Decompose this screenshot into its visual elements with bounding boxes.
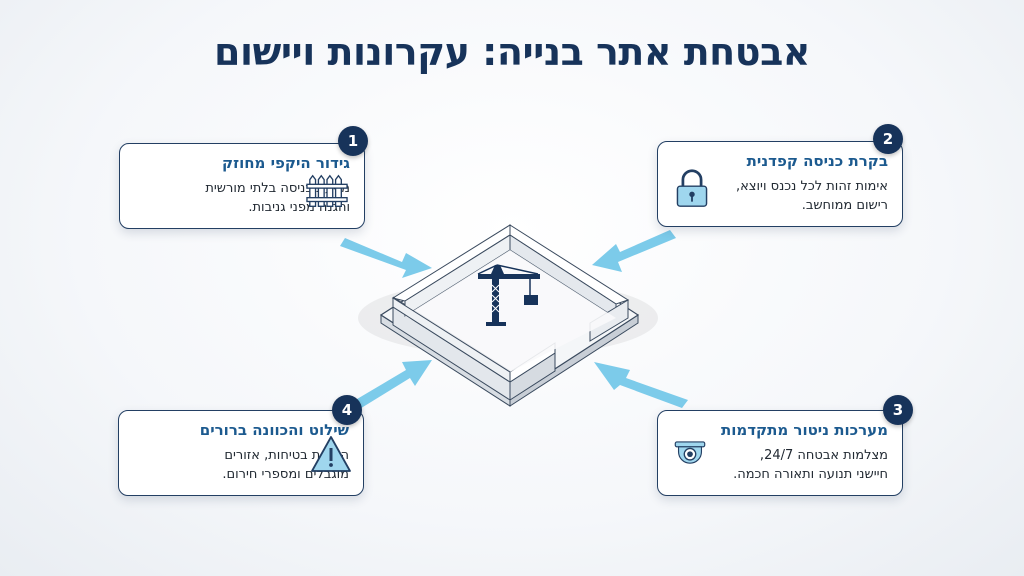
arrow-4 <box>352 360 432 410</box>
step-badge-4: 4 <box>332 395 362 425</box>
card-heading: גידור היקפי מחוזק <box>222 154 350 172</box>
step-badge-2: 2 <box>873 124 903 154</box>
card-access-control: בקרת כניסה קפדנית אימות זהות לכל נכנס וי… <box>657 141 903 227</box>
card-description: אימות זהות לכל נכנס ויוצא, רישום ממוחשב. <box>735 179 888 213</box>
page-title: אבטחת אתר בנייה: עקרונות ויישום <box>214 30 810 74</box>
card-signage: שילוט והכוונה ברורים הנחיות בטיחות, אזור… <box>118 410 364 496</box>
crane-icon <box>477 264 540 326</box>
card-perimeter-fencing: גידור היקפי מחוזק מניעת כניסה בלתי מורשי… <box>119 143 365 229</box>
step-badge-1: 1 <box>338 126 368 156</box>
warning-sign-icon <box>311 436 351 472</box>
card-monitoring-systems: מערכות ניטור מתקדמות מצלמות אבטחה 24/7, … <box>657 410 903 496</box>
card-description: מצלמות אבטחה 24/7, חיישני תנועה ותאורה ח… <box>733 448 888 482</box>
arrow-2 <box>592 230 676 272</box>
security-camera-icon <box>674 441 706 464</box>
card-heading: בקרת כניסה קפדנית <box>746 152 888 170</box>
arrow-3 <box>594 362 688 408</box>
step-badge-3: 3 <box>883 395 913 425</box>
padlock-icon <box>676 169 708 207</box>
card-heading: מערכות ניטור מתקדמות <box>720 421 888 439</box>
arrow-1 <box>340 238 432 278</box>
card-heading: שילוט והכוונה ברורים <box>199 421 349 439</box>
construction-site-platform <box>358 224 658 407</box>
fence-icon <box>306 174 348 207</box>
